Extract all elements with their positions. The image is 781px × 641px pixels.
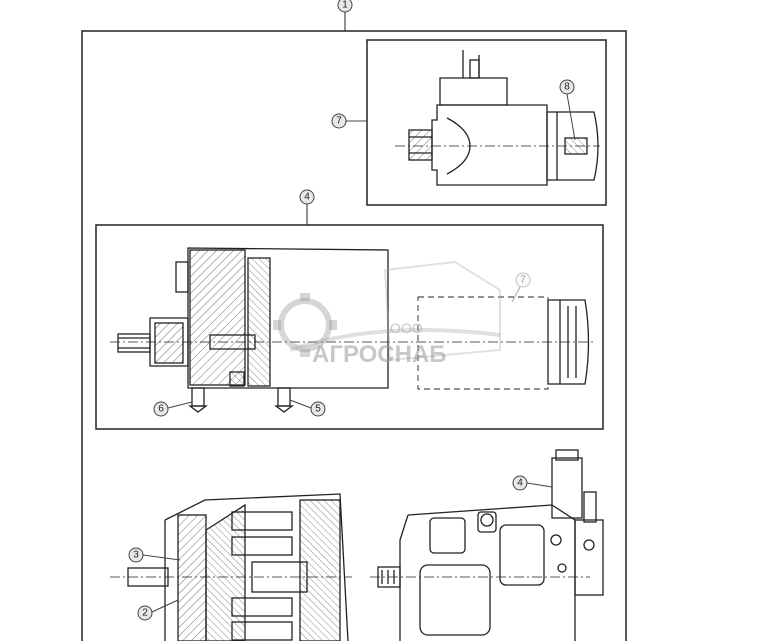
callout-8-label: 8 (564, 82, 570, 93)
callout-5[interactable]: 5 (289, 399, 326, 417)
callout-7-top-label: 7 (336, 116, 342, 127)
callout-7-middle[interactable]: 7 (511, 272, 531, 303)
callout-4-bottom-label: 4 (517, 478, 523, 489)
callout-4-bottom[interactable]: 4 (512, 475, 553, 491)
regulator-drawing (110, 247, 596, 413)
pump-section-drawing (110, 493, 352, 641)
callout-1[interactable]: 1 (337, 0, 353, 13)
regulator-detail-box (95, 204, 604, 430)
callout-4-middle-label: 4 (304, 192, 310, 203)
watermark-line2: АГРОСНАБ (312, 341, 447, 368)
watermark-line1: ООО (390, 320, 423, 336)
solenoid-drawing (395, 50, 600, 186)
assembly-frame (81, 11, 627, 641)
pump-exterior-drawing (370, 449, 604, 641)
callout-1-label: 1 (342, 0, 348, 11)
callout-7-top[interactable]: 7 (331, 113, 367, 129)
callout-6[interactable]: 6 (153, 401, 193, 417)
callout-2[interactable]: 2 (137, 599, 179, 621)
solenoid-detail-box (366, 39, 607, 206)
callout-6-label: 6 (158, 404, 164, 415)
callout-2-label: 2 (142, 608, 148, 619)
callout-8[interactable]: 8 (559, 79, 576, 141)
callout-7-middle-label: 7 (520, 275, 526, 286)
callout-4-middle[interactable]: 4 (299, 189, 315, 205)
callout-5-label: 5 (315, 404, 321, 415)
callout-3[interactable]: 3 (128, 547, 181, 563)
callout-3-label: 3 (133, 550, 139, 561)
agrosnab-watermark: ООО АГРОСНАБ (273, 260, 501, 368)
